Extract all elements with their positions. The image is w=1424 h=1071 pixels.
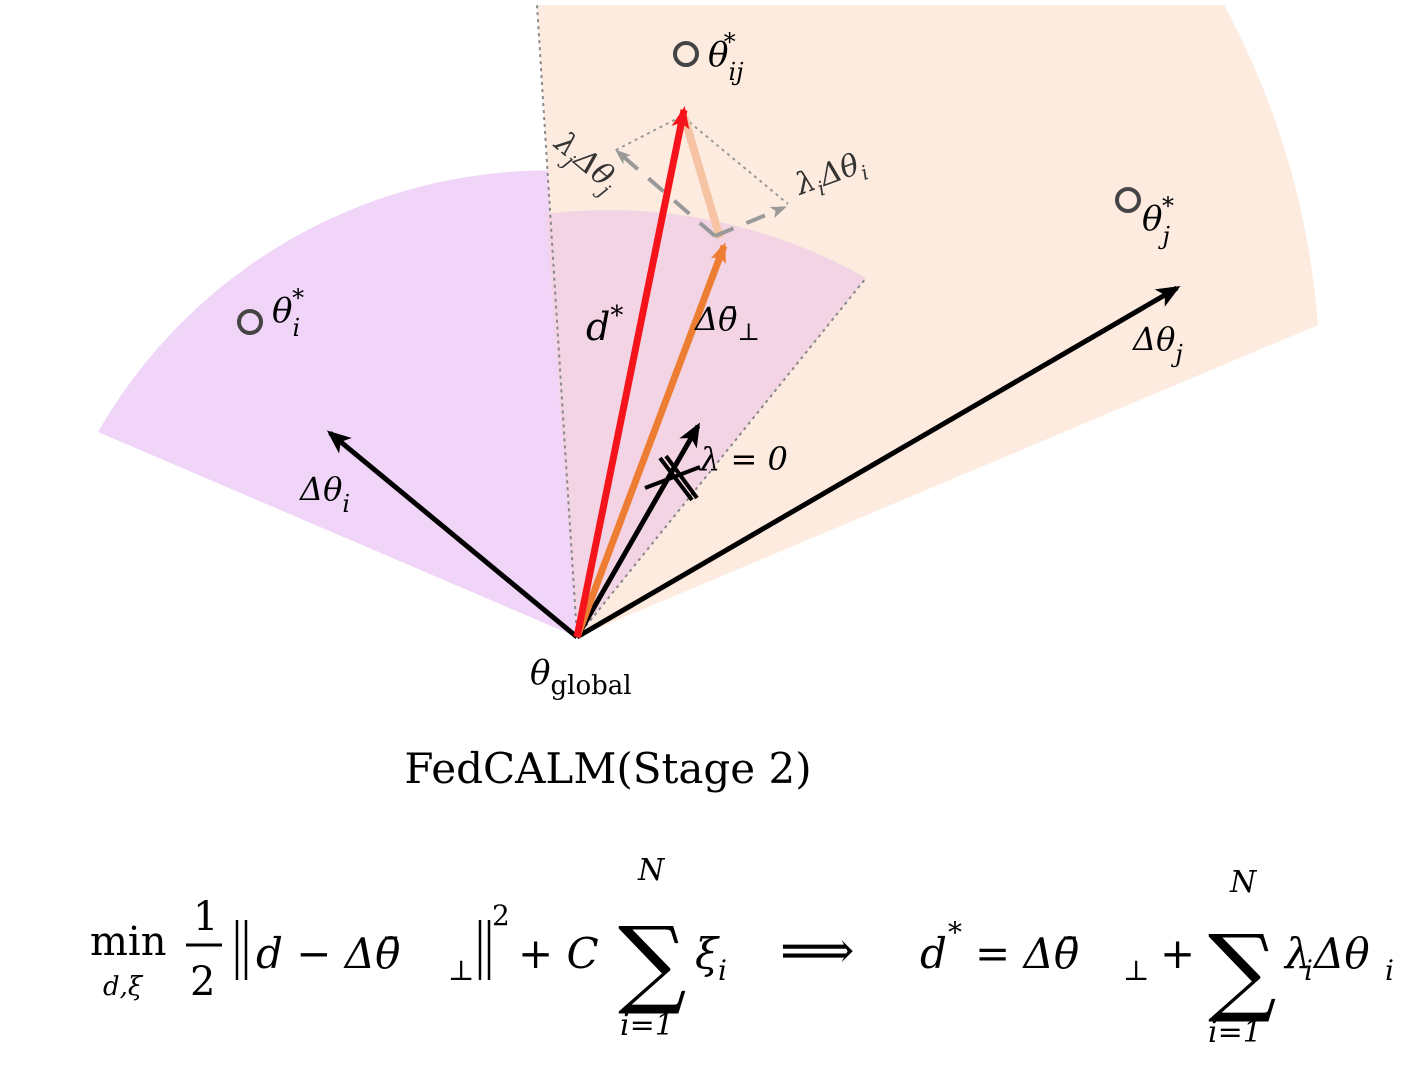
eq-xi-sub: i xyxy=(718,954,727,987)
eq-frac-den: 2 xyxy=(190,959,215,1005)
figure-title: FedCALM(Stage 2) xyxy=(404,744,811,793)
eq-sum1-bottom: i=1 xyxy=(620,1008,674,1043)
lambda-i-component-arrow xyxy=(714,206,787,238)
overlap-region xyxy=(546,210,866,637)
theta-j-star-marker xyxy=(1115,187,1141,213)
theta-i-star-label: θi* xyxy=(272,284,304,342)
delta-theta-perp-arrow xyxy=(573,242,728,639)
eq-sum2-bottom: i=1 xyxy=(1208,1015,1262,1050)
eq-min-sub: d,ξ xyxy=(103,972,144,1002)
eq-lambda: λ xyxy=(1283,929,1312,978)
cross-mark xyxy=(644,454,701,502)
objective-equation: min d,ξ 1 2 d − Δθ̄ ⊥ 2 + C N ∑ i=1 ξ i … xyxy=(90,853,1394,1050)
eq-xi: ξ xyxy=(695,929,720,978)
delta-theta-j-arrow xyxy=(575,285,1181,640)
eq-sum2-sign: ∑ xyxy=(1208,914,1277,1026)
d-star-label: d* xyxy=(586,301,623,349)
eq-sum1-top: N xyxy=(637,853,666,888)
eq-implies: ⟹ xyxy=(780,921,855,981)
lambda-j-component-arrow xyxy=(614,149,717,238)
eq-sum2-top: N xyxy=(1229,865,1258,900)
theta-ij-star-label: θij* xyxy=(708,28,744,86)
eq-frac-num: 1 xyxy=(193,894,218,940)
delta-theta-perp-label: Δθ̄⊥ xyxy=(693,300,760,346)
delta-theta-i-label: Δθi xyxy=(298,470,350,518)
eq-lhs-sup: * xyxy=(948,916,962,949)
eq-min: min xyxy=(90,919,166,965)
eq-sum1-sign: ∑ xyxy=(618,906,687,1018)
eq-eq-sub: ⊥ xyxy=(1123,954,1149,987)
eq-norm-body: d − Δθ̄ xyxy=(256,929,400,978)
light-orange-segment xyxy=(680,114,724,240)
eq-lhs: d xyxy=(920,929,947,978)
eq-eq: = Δθ̄ xyxy=(975,929,1079,978)
eq-dtheta-sub: i xyxy=(1385,954,1394,987)
delta-theta-i-arrow xyxy=(326,430,579,639)
eq-norm-sub: ⊥ xyxy=(448,954,474,987)
cone-boundary-left xyxy=(536,4,578,638)
lambda-zero-label: λ = 0 xyxy=(698,440,788,478)
eq-plus: + xyxy=(1160,929,1195,978)
lambda-zero-arrow xyxy=(574,422,701,639)
client-j-region xyxy=(537,5,1318,637)
d-star-arrow xyxy=(573,106,690,638)
eq-dtheta: Δθ xyxy=(1312,929,1370,978)
eq-plus-c: + C xyxy=(518,929,599,978)
theta-global-label: θglobal xyxy=(530,653,632,701)
theta-i-star-marker xyxy=(237,309,263,335)
theta-ij-star-marker xyxy=(673,41,699,67)
eq-lambda-sub: i xyxy=(1304,954,1313,987)
eq-square: 2 xyxy=(492,899,510,932)
delta-theta-j-label: Δθj xyxy=(1131,320,1183,368)
